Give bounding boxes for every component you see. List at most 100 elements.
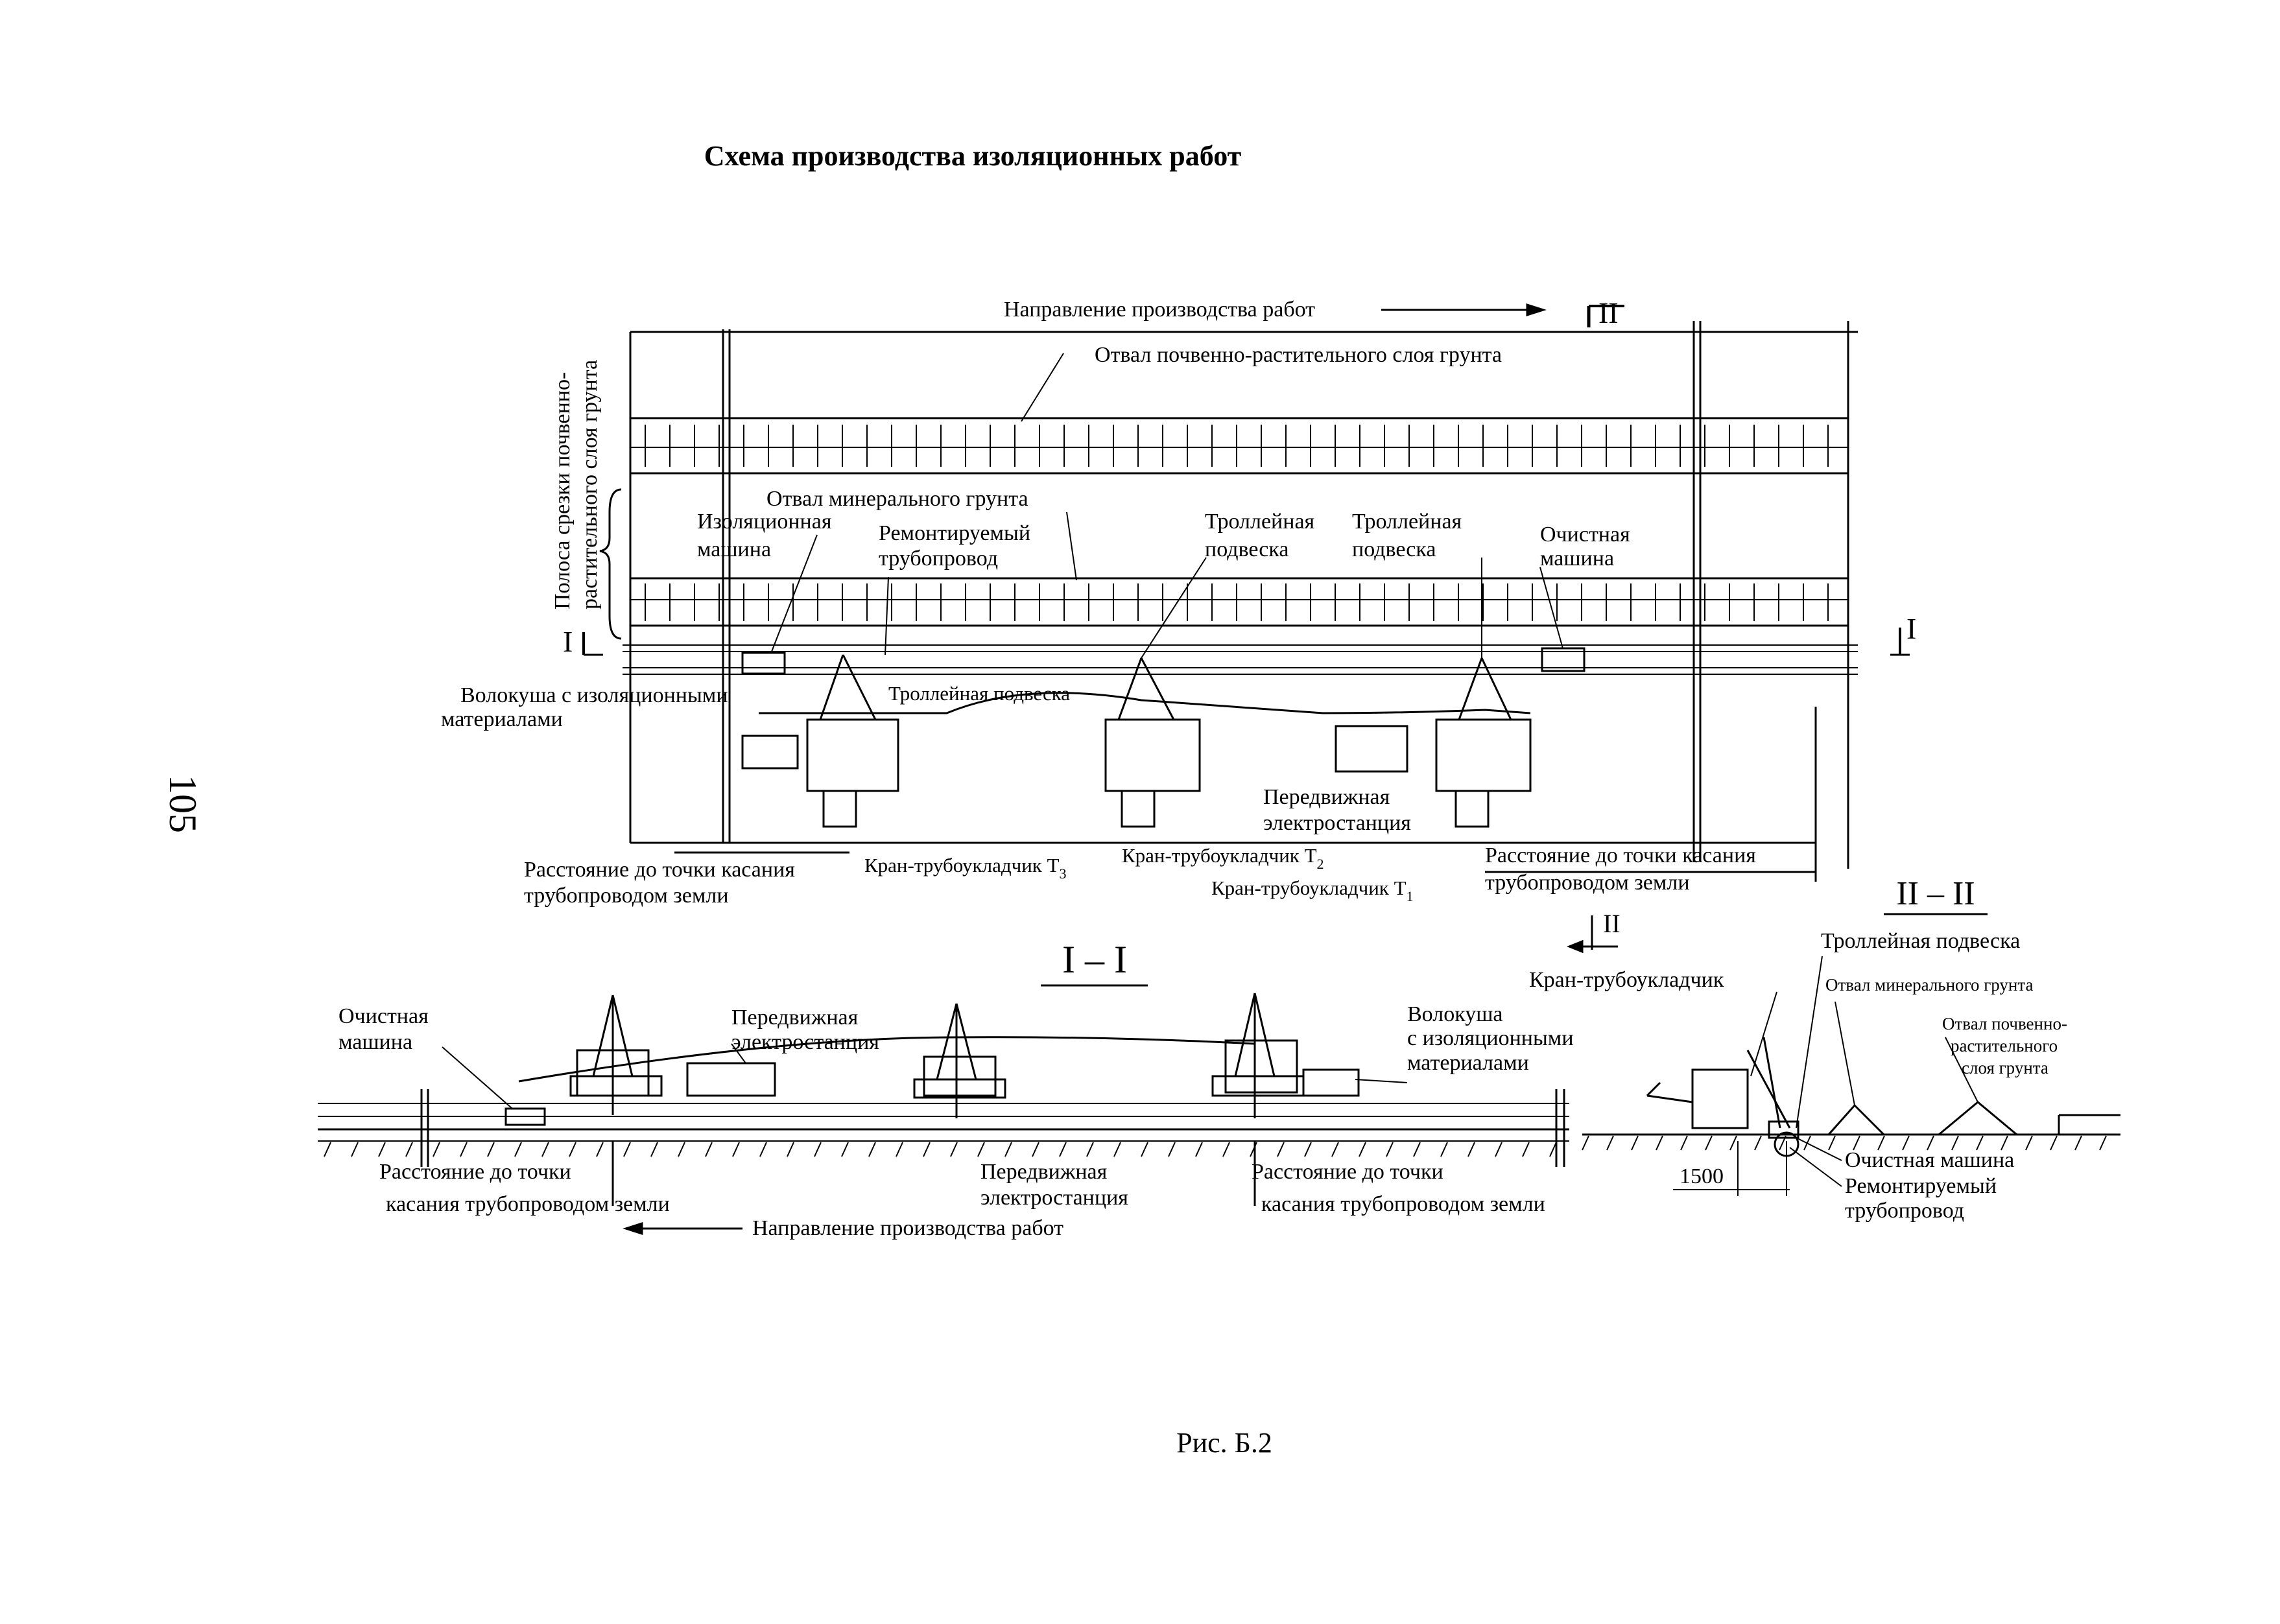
section-I-sled-2: с изоляционными xyxy=(1407,1026,1574,1050)
mineral-dump-label: Отвал минерального грунта xyxy=(766,487,1028,511)
section-II-repaired-pipe-label-1: Ремонтируемый xyxy=(1845,1174,1997,1198)
plan-distance-right-2: трубопроводом земли xyxy=(1485,871,1690,895)
crane-T1-plan xyxy=(1435,657,1532,828)
ground-hatch xyxy=(732,1142,740,1157)
crane-T1-label: Кран-трубоукладчик Т1 xyxy=(1211,877,1414,904)
repaired-pipe-label-1: Ремонтируемый xyxy=(879,521,1030,545)
section-II-drawing xyxy=(1566,915,2120,1196)
ground-hatch xyxy=(1359,1142,1366,1157)
ground-hatch xyxy=(1277,1142,1285,1157)
ground-hatch xyxy=(1877,1135,1885,1151)
ground-hatch xyxy=(1467,1142,1475,1157)
ground-hatch xyxy=(433,1142,440,1157)
section-I-distance-right-2: касания трубопроводом земли xyxy=(1261,1192,1545,1216)
section-II-repaired-pipe-label-2: трубопровод xyxy=(1845,1199,1964,1223)
strip-label-line1: Полоса срезки почвенно- xyxy=(551,372,575,609)
ground-hatch xyxy=(1754,1135,1762,1151)
ground-hatch xyxy=(514,1142,522,1157)
crane-T3-plan xyxy=(806,654,899,828)
section-II-label: II – II xyxy=(1896,875,1975,912)
ground-hatch xyxy=(950,1142,958,1157)
sled-label-2: материалами xyxy=(441,707,563,731)
ground-hatch xyxy=(378,1142,386,1157)
section-II-topsoil-label-2: растительного xyxy=(1951,1036,2058,1055)
section-I-sled-1: Волокуша xyxy=(1407,1002,1503,1026)
plan-section-I-mark-right: I xyxy=(1906,612,1916,645)
section-I-distance-left-1: Расстояние до точки xyxy=(379,1160,571,1184)
topsoil-dump-label: Отвал почвенно-растительного слоя грунта xyxy=(1095,343,1502,367)
section-II-mark: II xyxy=(1603,909,1621,938)
ground-hatch xyxy=(1927,1135,1934,1151)
cleaning-machine-label-1: Очистная xyxy=(1540,523,1630,547)
ground-hatch xyxy=(1549,1142,1557,1157)
ground-hatch xyxy=(2099,1135,2107,1151)
crane-2-section-I xyxy=(913,1003,1006,1118)
section-I-cleaning-machine-2: машина xyxy=(338,1030,412,1054)
trolley-label-1a: Троллейная xyxy=(1205,510,1315,534)
sled-label-1: Волокуша с изоляционными xyxy=(460,683,728,707)
ground-hatch xyxy=(1304,1142,1312,1157)
crane-T2-label: Кран-трубоукладчик Т2 xyxy=(1122,844,1324,872)
section-I-label: I – I xyxy=(1062,938,1127,981)
section-I-direction-label: Направление производства работ xyxy=(752,1216,1063,1240)
ground-hatch xyxy=(1141,1142,1148,1157)
ground-hatch xyxy=(896,1142,903,1157)
ground-hatch xyxy=(1222,1142,1230,1157)
ground-hatch xyxy=(814,1142,822,1157)
ground-hatch xyxy=(650,1142,658,1157)
ground-hatch xyxy=(623,1142,631,1157)
section-I-power-station-top-2: электростанция xyxy=(731,1030,879,1054)
ground-hatch xyxy=(977,1142,985,1157)
plan-section-I-mark-left: I xyxy=(563,625,573,658)
ground-hatch xyxy=(1522,1142,1530,1157)
ground-hatch xyxy=(1656,1135,1663,1151)
diagram-title: Схема производства изоляционных работ xyxy=(704,140,1242,172)
ground-hatch xyxy=(1195,1142,1203,1157)
ground-hatch xyxy=(405,1142,413,1157)
section-I-cleaning-machine-1: Очистная xyxy=(338,1004,429,1028)
ground-hatch xyxy=(569,1142,576,1157)
insulation-machine-label-1: Изоляционная xyxy=(697,510,832,534)
ground-hatch xyxy=(324,1142,331,1157)
trolley-label-2b: подвеска xyxy=(1352,537,1436,561)
trolley-label-2a: Троллейная xyxy=(1352,510,1462,534)
section-II-crane-label: Кран-трубоукладчик xyxy=(1529,968,1724,992)
ground-hatch xyxy=(2001,1135,2008,1151)
ground-hatch xyxy=(759,1142,767,1157)
insulation-machine-label-2: машина xyxy=(697,537,771,561)
ground-hatch xyxy=(1853,1135,1860,1151)
section-I-distance-left-2: касания трубопроводом земли xyxy=(386,1192,670,1216)
ground-hatch xyxy=(2050,1135,2058,1151)
ground-hatch xyxy=(1440,1142,1448,1157)
crane-T3-label: Кран-трубоукладчик Т3 xyxy=(864,854,1067,882)
page-number: 105 xyxy=(161,775,204,833)
ground-hatch xyxy=(1168,1142,1176,1157)
trolley-label-3: Троллейная подвеска xyxy=(888,682,1070,705)
ground-hatch xyxy=(1032,1142,1039,1157)
ground-hatch xyxy=(2025,1135,2033,1151)
strip-label-line2: растительного слоя грунта xyxy=(578,360,602,609)
ground-hatch xyxy=(1059,1142,1067,1157)
plan-distance-left-2: трубопроводом земли xyxy=(524,884,729,908)
ground-hatch xyxy=(1495,1142,1502,1157)
ground-hatch xyxy=(1680,1135,1688,1151)
ground-hatch xyxy=(596,1142,604,1157)
figure-caption: Рис. Б.2 xyxy=(1176,1427,1272,1459)
ground-hatch xyxy=(1828,1135,1836,1151)
crane-3-section-I xyxy=(1211,993,1305,1118)
power-station-label-1: Передвижная xyxy=(1263,785,1390,809)
section-II-mineral-dump-label: Отвал минерального грунта xyxy=(1825,975,2034,994)
section-II-cleaning-machine-label: Очистная машина xyxy=(1845,1148,2014,1172)
plan-section-II-mark: II xyxy=(1598,296,1619,329)
section-II-dimension: 1500 xyxy=(1680,1164,1724,1188)
ground-hatch xyxy=(923,1142,931,1157)
ground-hatch xyxy=(1606,1135,1614,1151)
ground-hatch xyxy=(2074,1135,2082,1151)
section-I-power-station-top-1: Передвижная xyxy=(731,1006,859,1030)
section-I-drawing xyxy=(318,993,1569,1236)
ground-hatch xyxy=(705,1142,713,1157)
ground-hatch xyxy=(351,1142,359,1157)
section-II-topsoil-label-1: Отвал почвенно- xyxy=(1942,1014,2067,1033)
ground-hatch xyxy=(1631,1135,1639,1151)
